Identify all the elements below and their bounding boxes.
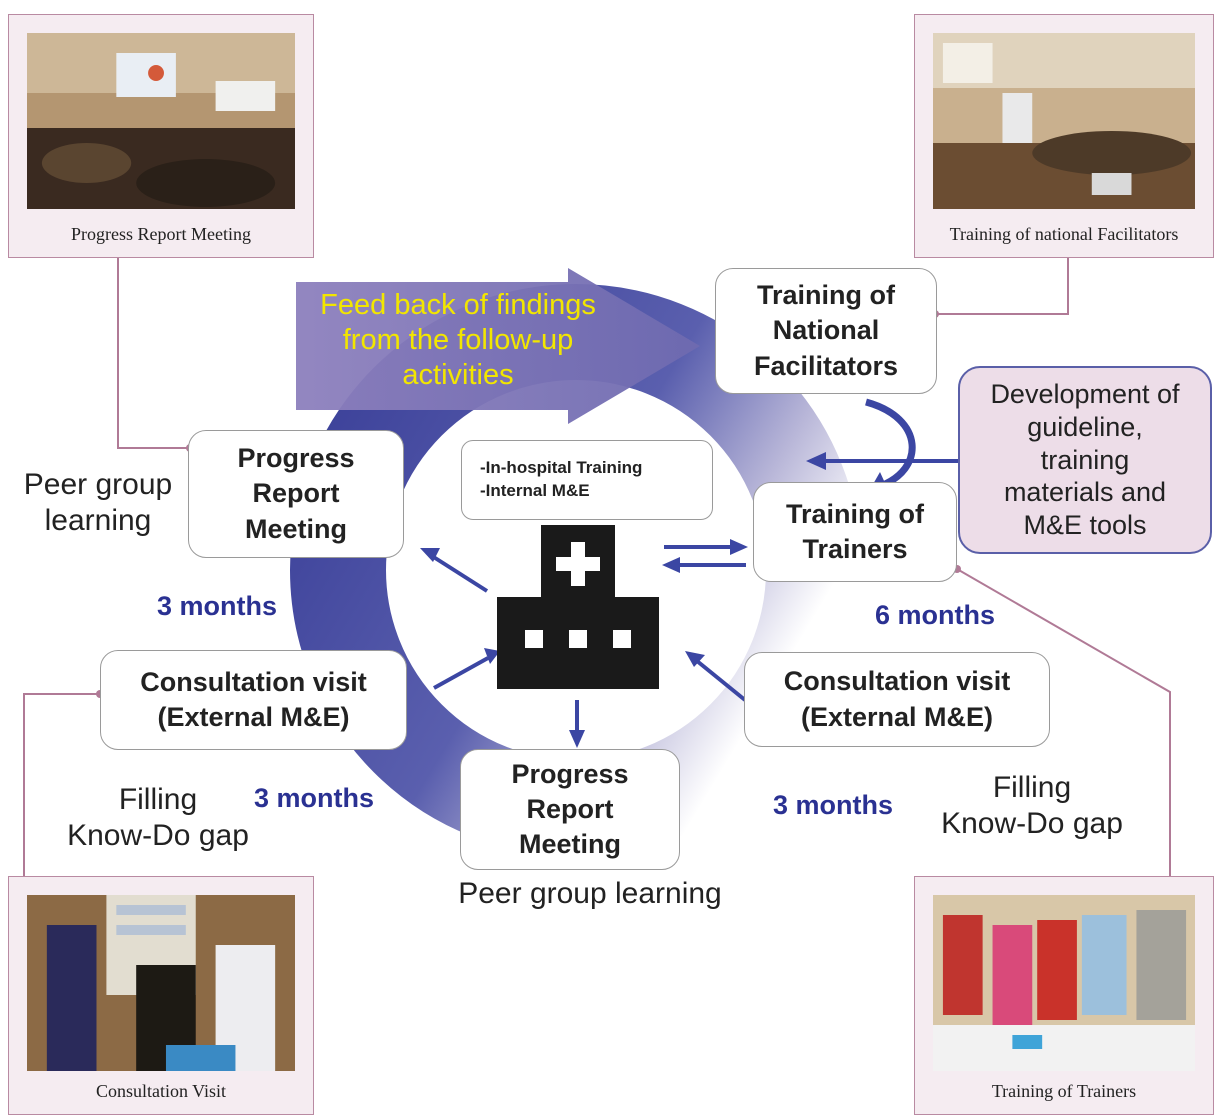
photo-card-top-left: Progress Report Meeting: [8, 14, 314, 258]
label-know-do-gap-right: Filling Know-Do gap: [941, 771, 1123, 840]
node-consultation-visit-right: Consultation visit (External M&E): [744, 652, 1050, 747]
feedback-arrow-shape: [296, 268, 700, 424]
arrow-to-progress-left: [430, 554, 489, 593]
connector-bottom-right: [956, 568, 1171, 876]
photo-card-top-right: Training of national Facilitators: [914, 14, 1214, 258]
duration-right: 6 months: [875, 600, 996, 630]
connector-top-right: [935, 258, 1069, 315]
duration-bottom-right: 3 months: [773, 790, 894, 820]
photo-caption-bottom-left: Consultation Visit: [95, 1081, 227, 1101]
photo-training-national-facilitators: [933, 33, 1195, 209]
photo-caption-top-left: Progress Report Meeting: [71, 224, 251, 244]
guideline-development-box: Development of guideline, training mater…: [958, 366, 1212, 554]
node-progress-report-left: Progress Report Meeting: [188, 430, 404, 558]
node-training-of-trainers: Training of Trainers: [753, 482, 957, 582]
hospital-icon: [497, 525, 659, 689]
label-know-do-gap-left: Filling Know-Do gap: [67, 783, 249, 852]
label-peer-group-left: Peer group learning: [23, 468, 173, 537]
curved-arrow: [865, 398, 916, 490]
photo-training-of-trainers: [933, 895, 1195, 1071]
photo-consultation-visit: [27, 895, 295, 1071]
photo-card-bottom-right: Training of Trainers: [914, 876, 1214, 1115]
connector-top-left: [117, 258, 190, 449]
node-consultation-visit-left: Consultation visit (External M&E): [100, 650, 407, 750]
photo-caption-bottom-right: Training of Trainers: [991, 1081, 1137, 1101]
connector-bottom-left: [23, 693, 100, 876]
feedback-text: Feed back of findings from the follow-up…: [320, 289, 596, 391]
photo-card-bottom-left: Consultation Visit: [8, 876, 314, 1115]
photo-progress-report-meeting: [27, 33, 295, 209]
center-activities-box: -In-hospital Training -Internal M&E: [461, 440, 713, 520]
duration-left-top: 3 months: [157, 591, 278, 621]
arrow-from-consult-left: [433, 656, 489, 690]
arrow-from-consult-right: [695, 659, 747, 702]
node-training-national-facilitators: Training of National Facilitators: [715, 268, 937, 394]
guideline-arrow-head: [806, 452, 826, 470]
duration-bottom-left: 3 months: [254, 783, 375, 813]
node-progress-report-bottom: Progress Report Meeting: [460, 749, 680, 870]
photo-caption-top-right: Training of national Facilitators: [949, 224, 1179, 244]
label-peer-group-bottom: Peer group learning: [458, 877, 722, 910]
